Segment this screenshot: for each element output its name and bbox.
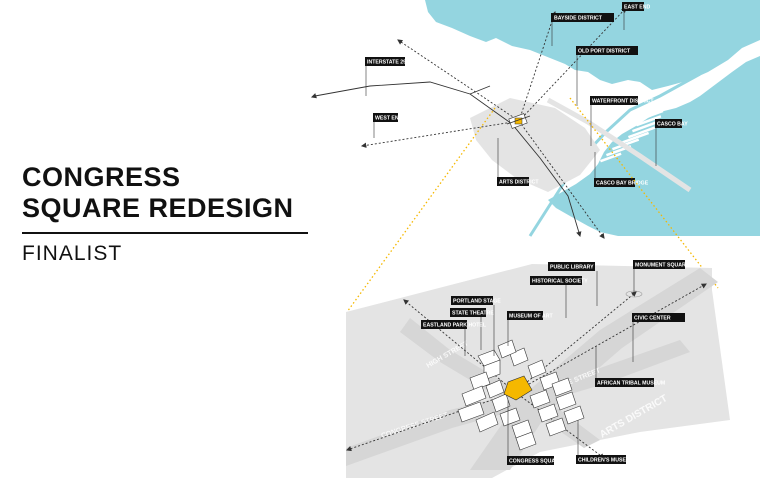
title-line-2: SQUARE REDESIGN xyxy=(22,193,294,223)
svg-text:PORTLAND STAGE: PORTLAND STAGE xyxy=(453,299,501,305)
label-public-library: PUBLIC LIBRARY xyxy=(548,262,598,306)
svg-text:WATERFRONT DISTRICT: WATERFRONT DISTRICT xyxy=(592,99,654,105)
label-african-tribal-museum: AFRICAN TRIBAL MUSEUM xyxy=(595,346,665,387)
label-bayside-district: BAYSIDE DISTRICT xyxy=(551,13,614,46)
label-arts-district-top: ARTS DISTRICT xyxy=(497,138,539,186)
subtitle: FINALIST xyxy=(22,242,123,265)
water-north xyxy=(425,0,760,90)
label-state-theatre: STATE THEATRE xyxy=(450,308,494,350)
label-eastland-park-hotel: EASTLAND PARK HOTEL xyxy=(421,320,487,356)
top-labels: BAYSIDE DISTRICT EAST END OLD PORT DISTR… xyxy=(365,2,688,187)
svg-text:HISTORICAL SOCIETY: HISTORICAL SOCIETY xyxy=(532,279,588,285)
svg-text:STATE THEATRE: STATE THEATRE xyxy=(452,311,494,317)
bottom-routes xyxy=(345,283,707,459)
label-casco-bay-bridge: CASCO BAY BRIDGE xyxy=(594,152,649,187)
title-divider xyxy=(22,232,308,234)
svg-text:CIVIC CENTER: CIVIC CENTER xyxy=(634,316,671,322)
svg-text:CONGRESS SQUARE: CONGRESS SQUARE xyxy=(509,459,563,465)
label-museum-of-art: MUSEUM OF ART xyxy=(507,311,553,346)
water-area xyxy=(425,0,760,237)
svg-text:AFRICAN TRIBAL MUSEUM: AFRICAN TRIBAL MUSEUM xyxy=(597,381,665,387)
label-casco-bay: CASCO BAY xyxy=(655,119,688,166)
label-east-end: EAST END xyxy=(622,2,650,30)
label-interstate-295: INTERSTATE 295 xyxy=(365,57,409,96)
svg-text:MONUMENT SQUARE: MONUMENT SQUARE xyxy=(635,263,690,269)
svg-text:PUBLIC LIBRARY: PUBLIC LIBRARY xyxy=(550,265,594,271)
label-childrens-museum: CHILDREN'S MUSEUM xyxy=(576,420,634,464)
svg-text:ARTS DISTRICT: ARTS DISTRICT xyxy=(499,180,539,186)
svg-text:WEST END: WEST END xyxy=(375,116,403,122)
svg-text:MUSEUM OF ART: MUSEUM OF ART xyxy=(509,314,553,320)
zoom-connectors xyxy=(346,97,719,313)
top-site-marker xyxy=(506,113,531,129)
svg-text:INTERSTATE 295: INTERSTATE 295 xyxy=(367,60,409,66)
label-west-end: WEST END xyxy=(373,113,403,138)
bottom-labels: PUBLIC LIBRARY MONUMENT SQUARE HISTORICA… xyxy=(421,260,690,465)
svg-text:EAST END: EAST END xyxy=(624,5,650,11)
svg-text:BAYSIDE DISTRICT: BAYSIDE DISTRICT xyxy=(554,16,603,22)
peninsula-shade xyxy=(470,98,600,192)
label-portland-stage: PORTLAND STAGE xyxy=(451,296,501,356)
top-routes xyxy=(360,7,627,239)
building-cluster xyxy=(457,339,585,451)
water-bay xyxy=(548,56,760,236)
label-old-port-district: OLD PORT DISTRICT xyxy=(576,46,638,106)
svg-text:CASCO BAY BRIDGE: CASCO BAY BRIDGE xyxy=(596,181,649,187)
svg-text:OLD PORT DISTRICT: OLD PORT DISTRICT xyxy=(578,49,631,55)
top-highway xyxy=(310,81,582,238)
label-historical-society: HISTORICAL SOCIETY xyxy=(530,276,588,318)
piers xyxy=(600,109,664,163)
label-monument-square: MONUMENT SQUARE xyxy=(633,260,690,292)
svg-text:EASTLAND PARK HOTEL: EASTLAND PARK HOTEL xyxy=(423,323,487,329)
label-waterfront-district: WATERFRONT DISTRICT xyxy=(590,96,654,146)
svg-text:CHILDREN'S MUSEUM: CHILDREN'S MUSEUM xyxy=(578,458,634,464)
title-line-1: CONGRESS xyxy=(22,162,181,192)
svg-text:CASCO BAY: CASCO BAY xyxy=(657,122,688,128)
label-civic-center: CIVIC CENTER xyxy=(632,313,685,362)
congress-square-site xyxy=(503,375,533,401)
label-congress-square: CONGRESS SQUARE xyxy=(507,400,563,465)
title-block: CONGRESS SQUARE REDESIGN FINALIST xyxy=(22,162,310,266)
